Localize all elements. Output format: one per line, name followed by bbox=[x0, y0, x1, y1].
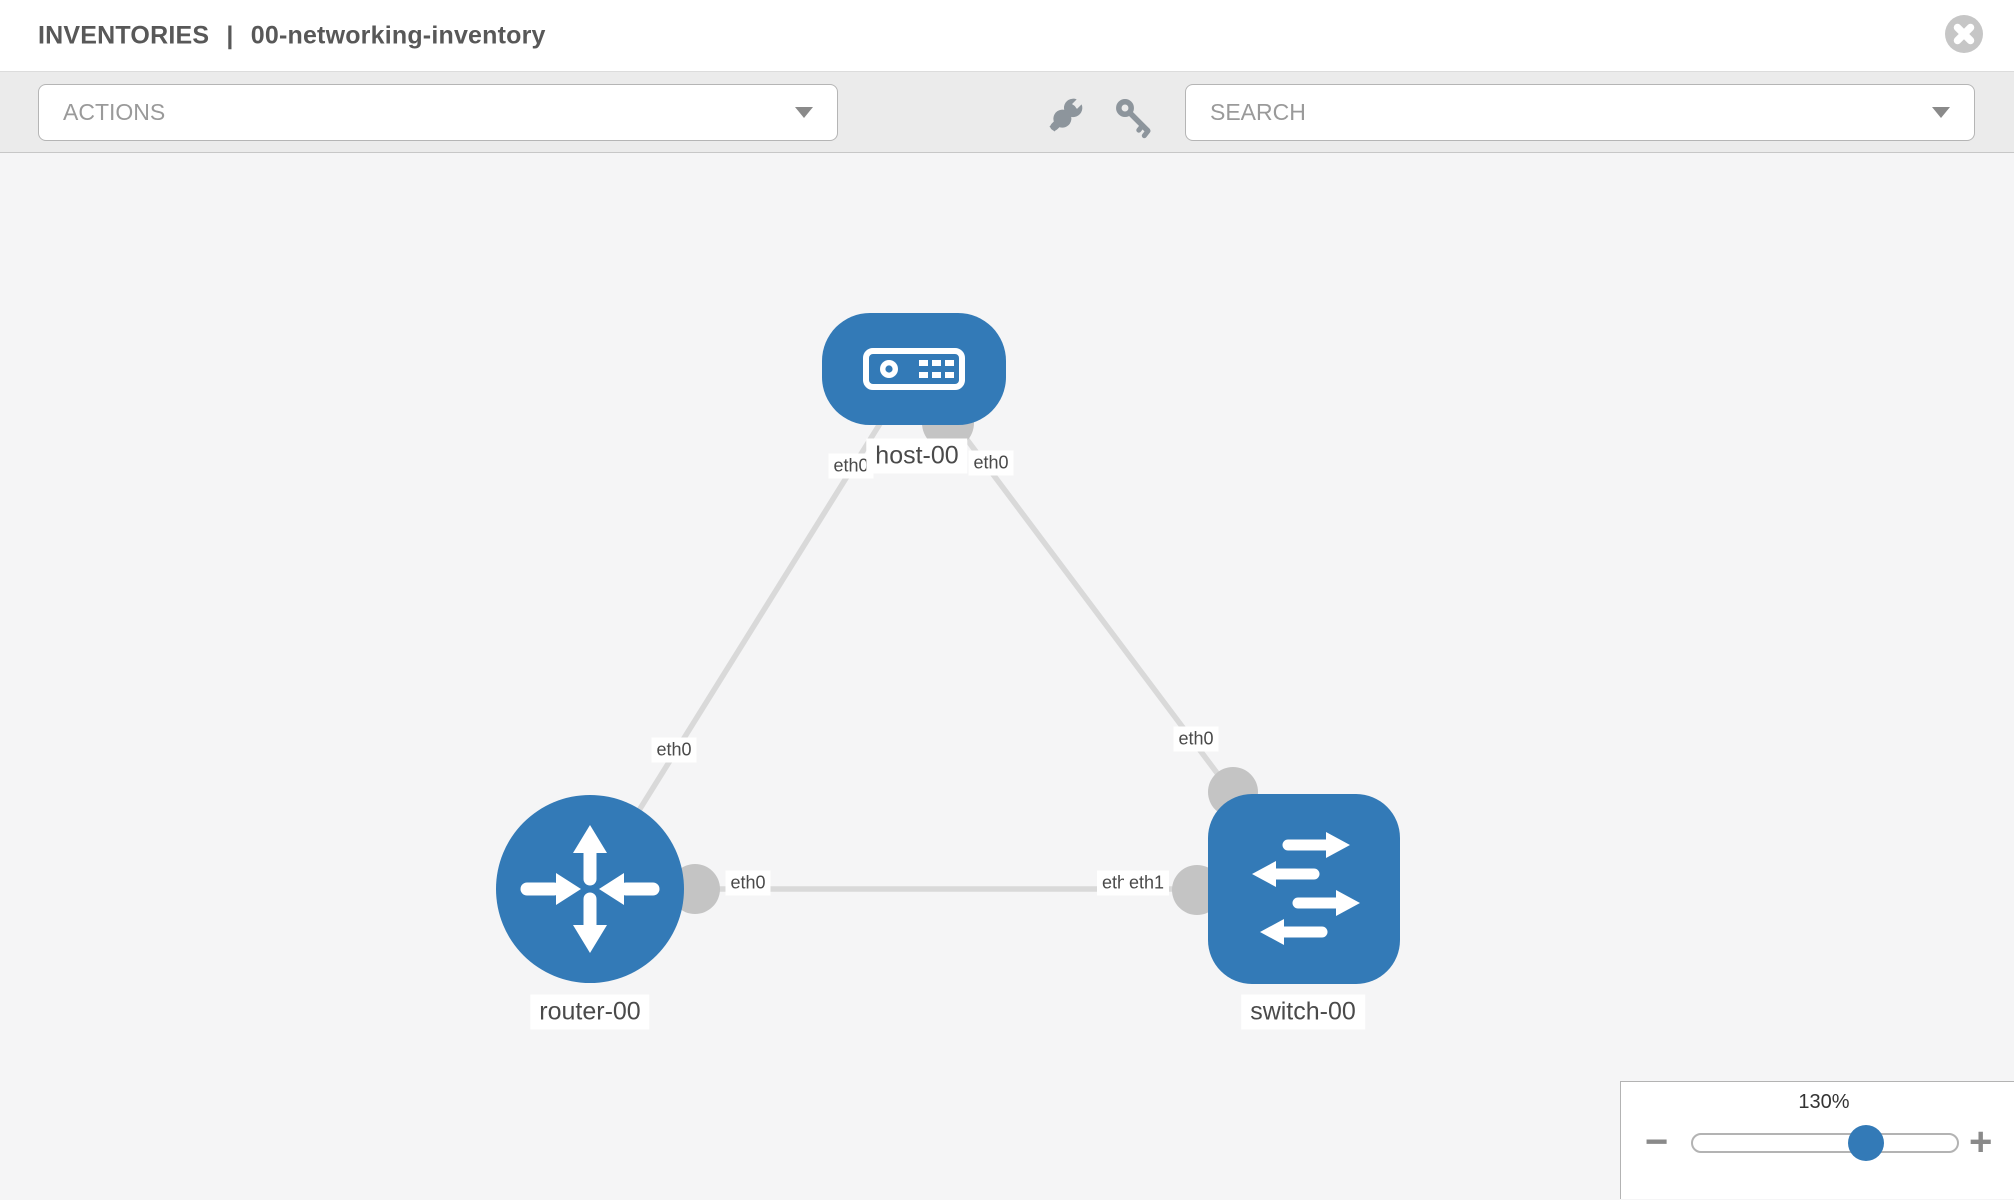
node-label-switch: switch-00 bbox=[1241, 994, 1365, 1030]
interface-label: eth0 bbox=[651, 737, 697, 763]
topology-graph bbox=[496, 313, 1400, 984]
breadcrumb-section: INVENTORIES bbox=[38, 21, 210, 49]
chevron-down-icon bbox=[795, 107, 813, 118]
router-icon bbox=[520, 825, 660, 953]
node-host-00[interactable] bbox=[822, 313, 1006, 425]
inventory-name: 00-networking-inventory bbox=[250, 21, 546, 49]
interface-connectors bbox=[670, 397, 1258, 915]
credentials-button[interactable] bbox=[1108, 91, 1158, 141]
toolbar: ACTIONS SEARC bbox=[0, 72, 2014, 153]
switch-icon bbox=[1252, 832, 1360, 945]
zoom-slider[interactable] bbox=[1691, 1125, 1959, 1161]
search-dropdown[interactable]: SEARCH bbox=[1185, 84, 1975, 141]
node-label-host: host-00 bbox=[866, 438, 968, 474]
zoom-slider-thumb[interactable] bbox=[1848, 1125, 1884, 1161]
page-title: INVENTORIES | 00-networking-inventory bbox=[38, 21, 546, 50]
zoom-panel: 130% − + bbox=[1620, 1081, 2014, 1199]
key-icon bbox=[1116, 99, 1151, 139]
actions-dropdown-label: ACTIONS bbox=[63, 99, 166, 125]
zoom-in-button[interactable]: + bbox=[1969, 1120, 1993, 1164]
zoom-out-button[interactable]: − bbox=[1645, 1120, 1669, 1164]
node-router-00[interactable] bbox=[496, 795, 684, 983]
interface-label: eth0 bbox=[725, 870, 771, 896]
breadcrumb-separator: | bbox=[226, 21, 234, 49]
topology-canvas[interactable]: eth0 eth0 eth0 eth0 eth0 eth0 eth1 host-… bbox=[0, 153, 2014, 1199]
header: INVENTORIES | 00-networking-inventory bbox=[0, 0, 2014, 72]
host-icon bbox=[863, 348, 965, 390]
search-dropdown-label: SEARCH bbox=[1210, 99, 1306, 125]
close-button[interactable] bbox=[1944, 14, 1984, 54]
interface-label: eth0 bbox=[828, 453, 874, 479]
zoom-level: 130% bbox=[1798, 1091, 1850, 1113]
interface-label: eth0 bbox=[1173, 726, 1219, 752]
chevron-down-icon bbox=[1932, 107, 1950, 118]
actions-dropdown[interactable]: ACTIONS bbox=[38, 84, 838, 141]
interface-label: eth0 bbox=[968, 450, 1014, 476]
close-icon bbox=[1945, 15, 1983, 53]
wrench-icon bbox=[1049, 98, 1083, 132]
interface-label: eth1 bbox=[1124, 870, 1170, 896]
node-label-router: router-00 bbox=[530, 994, 650, 1030]
tools-button[interactable] bbox=[1040, 91, 1090, 141]
node-switch-00[interactable] bbox=[1208, 794, 1400, 984]
